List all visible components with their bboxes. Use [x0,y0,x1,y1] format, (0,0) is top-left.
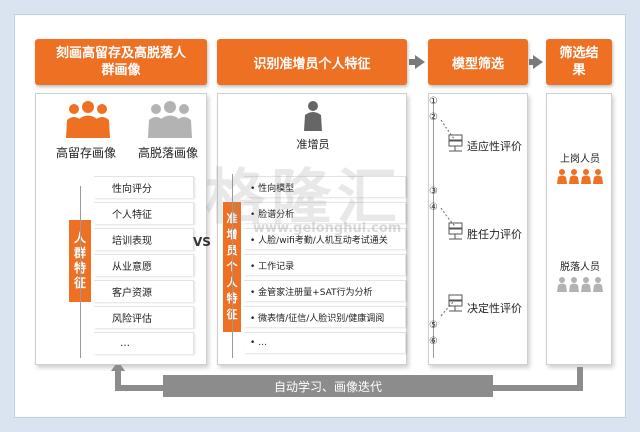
dropout-people-icon [557,277,603,292]
candidate-person-icon [304,101,322,131]
list-item: 性向评分 [94,176,194,198]
list-item: • 微表情/征信/人脸识别/健康调阅 [244,306,406,327]
marker-5: ⑤ [429,320,438,331]
group-feature-bracket [80,186,94,358]
diagram-frame: 刻画高留存及高脱落人群画像 识别准增员个人特征 模型筛选 筛选结果 高留存画像 [14,14,626,418]
onboard-label: 上岗人员 [560,154,600,165]
marker-4: ④ [429,202,438,213]
list-item: 从业意愿 [94,254,194,276]
marker-6: ⑥ [429,336,438,347]
header-arrow-1-stem [409,59,415,65]
model-panel: ① ② ③ ④ ⑤ ⑥ 适应性评价 胜任力评价 [428,93,528,365]
group-feature-char: 群 [73,246,86,260]
high-dropout-people-icon [148,101,192,138]
header-arrow-2-stem [529,59,534,65]
header-candidate-text: 识别准增员个人特征 [253,56,371,72]
header-arrow-1-icon [415,55,425,69]
server-icon [448,134,463,152]
header-portrait: 刻画高留存及高脱落人群画像 [35,39,207,85]
header-arrow-2-icon [533,55,543,69]
server-icon [448,222,463,240]
header-model: 模型筛选 [428,39,528,85]
portrait-panel: 高留存画像 高脱落画像 人 群 特 征 性向评分 个人特征 培训表现 从业意愿 … [35,93,207,365]
list-item: • 人脸/wifi考勤/人机互动考试通关 [244,228,406,249]
high-retention-people-icon [66,101,110,138]
server-icon [448,294,463,312]
dropout-label: 脱落人员 [560,262,600,273]
competency-eval: 胜任力评价 [467,228,522,241]
model-dashed-arrows [440,119,456,317]
header-result: 筛选结果 [546,39,612,85]
list-item: • 工作记录 [244,254,406,275]
feedback-loop-label-box: 自动学习、画像迭代 [163,375,493,397]
list-item: • … [244,332,406,353]
list-item: • 脸谱分析 [244,202,406,223]
model-flow-line [433,100,434,358]
header-portrait-text: 刻画高留存及高脱落人群画像 [55,46,186,78]
group-feature-char: 特 [73,261,86,275]
adaptability-eval: 适应性评价 [467,140,522,153]
list-item: 培训表现 [94,228,194,250]
marker-1: ① [429,96,438,107]
result-panel: 上岗人员 脱落人员 [546,93,612,365]
list-item: • 性向模型 [244,176,406,197]
list-item: 客户资源 [94,280,194,302]
list-item: 个人特征 [94,202,194,224]
candidate-panel: 准增员 准 增 员 个 人 特 征 • 性向模型 • 脸谱分析 • 人脸/wif… [217,93,407,365]
candidate-label: 准增员 [296,138,330,151]
group-feature-list: 性向评分 个人特征 培训表现 从业意愿 客户资源 风险评估 … [94,176,194,362]
marker-3: ③ [429,186,438,197]
group-feature-char: 人 [73,231,86,245]
decisive-eval: 决定性评价 [467,302,522,315]
group-feature-char: 征 [73,276,86,290]
high-retention-label: 高留存画像 [55,146,116,160]
header-candidate: 识别准增员个人特征 [217,39,407,85]
onboard-people-icon [557,169,603,184]
feedback-loop-label: 自动学习、画像迭代 [273,379,382,394]
high-dropout-label: 高脱落画像 [137,146,198,160]
candidate-feature-list: • 性向模型 • 脸谱分析 • 人脸/wifi考勤/人机互动考试通关 • 工作记… [244,176,406,362]
list-item: 风险评估 [94,306,194,328]
list-item: • 金管家注册量+SAT行为分析 [244,280,406,301]
list-item: … [94,332,194,354]
marker-2: ② [429,112,438,123]
header-result-text: 筛选结果 [559,46,599,78]
vs-label: VS [193,235,211,249]
candidate-feature-bracket [232,174,242,358]
header-model-text: 模型筛选 [451,56,504,72]
